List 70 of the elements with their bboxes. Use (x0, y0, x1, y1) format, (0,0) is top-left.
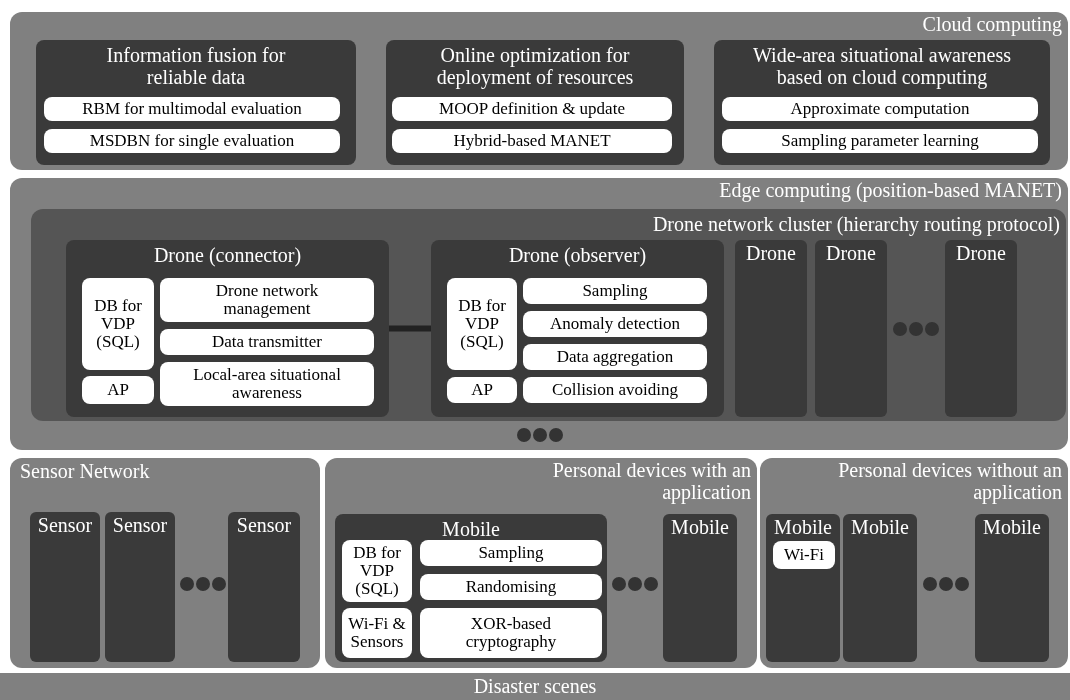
card-title: Mobile (441, 518, 501, 540)
module-card (386, 40, 684, 165)
module-card (431, 240, 724, 417)
layer-panel (10, 178, 1068, 450)
cluster-panel (31, 209, 1066, 421)
function-box: Anomaly detection (523, 311, 707, 337)
layer-panel (10, 12, 1068, 170)
card-title: Online optimization for deployment of resources (435, 44, 635, 88)
function-box: Local-area situational awareness (160, 362, 374, 406)
function-box: Approximate computation (722, 97, 1038, 121)
panel-title: Drone network cluster (hierarchy routing protocol) (652, 213, 1060, 235)
panel-title: Personal devices without an application (837, 459, 1062, 503)
card-title: Sensor (111, 514, 169, 536)
device-card (228, 512, 300, 662)
layer-panel (325, 458, 757, 668)
card-title: Mobile (773, 516, 833, 538)
function-box: Randomising (420, 574, 602, 600)
panel-title: Cloud computing (922, 13, 1062, 35)
card-title: Drone (825, 242, 877, 264)
function-box: Wi-Fi & Sensors (342, 608, 412, 658)
card-title: Drone (observer) (507, 244, 648, 266)
function-box: Sampling (420, 540, 602, 566)
card-title: Information fusion for reliable data (105, 44, 287, 88)
function-box: Wi-Fi (773, 541, 835, 569)
function-box: Data aggregation (523, 344, 707, 370)
panel-title: Sensor Network (20, 460, 150, 482)
module-card (335, 514, 607, 662)
device-card (945, 240, 1017, 417)
function-box: AP (447, 377, 517, 403)
layer-panel (10, 458, 320, 668)
card-title: Drone (connector) (152, 244, 303, 266)
module-card (66, 240, 389, 417)
panel-title: Edge computing (position-based MANET) (719, 179, 1062, 201)
device-card (843, 514, 917, 662)
card-title: Mobile (670, 516, 730, 538)
card-title: Sensor (36, 514, 94, 536)
card-title: Drone (955, 242, 1007, 264)
card-title: Sensor (235, 514, 293, 536)
function-box: DB for VDP (SQL) (447, 278, 517, 370)
layer-panel (0, 673, 1070, 700)
device-card (105, 512, 175, 662)
function-box: Sampling (523, 278, 707, 304)
function-box: Data transmitter (160, 329, 374, 355)
module-card (36, 40, 356, 165)
panel-title: Personal devices with an application (551, 459, 751, 503)
device-card (663, 514, 737, 662)
card-title: Mobile (850, 516, 910, 538)
device-card (975, 514, 1049, 662)
layer-panel (760, 458, 1068, 668)
device-card (766, 514, 840, 662)
device-card (815, 240, 887, 417)
card-title: Drone (745, 242, 797, 264)
function-box: MOOP definition & update (392, 97, 672, 121)
function-box: AP (82, 376, 154, 404)
function-box: Drone network management (160, 278, 374, 322)
module-card (714, 40, 1050, 165)
function-box: MSDBN for single evaluation (44, 129, 340, 153)
function-box: RBM for multimodal evaluation (44, 97, 340, 121)
card-title: Mobile (982, 516, 1042, 538)
function-box: DB for VDP (SQL) (342, 540, 412, 602)
function-box: XOR-based cryptography (420, 608, 602, 658)
device-card (735, 240, 807, 417)
function-box: Hybrid-based MANET (392, 129, 672, 153)
function-box: DB for VDP (SQL) (82, 278, 154, 370)
device-card (30, 512, 100, 662)
panel-title: Disaster scenes (472, 674, 598, 699)
card-title: Wide-area situational awareness based on cloud computing (752, 44, 1012, 88)
function-box: Sampling parameter learning (722, 129, 1038, 153)
function-box: Collision avoiding (523, 377, 707, 403)
connector-line (389, 325, 431, 332)
